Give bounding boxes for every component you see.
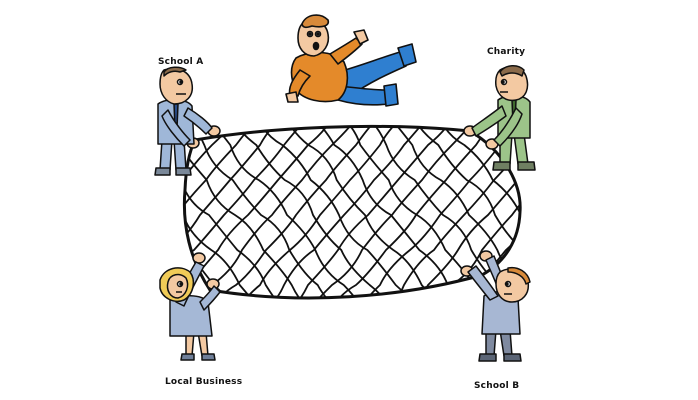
safety-net xyxy=(182,124,522,300)
label-school-a: School A xyxy=(158,57,204,67)
school-b-figure xyxy=(467,255,531,362)
label-school-b: School B xyxy=(474,381,520,391)
label-local-business: Local Business xyxy=(165,377,243,387)
falling-man xyxy=(285,14,417,107)
label-charity: Charity xyxy=(487,47,526,57)
local-business-figure xyxy=(159,261,221,361)
school-a-figure xyxy=(154,66,213,176)
charity-figure xyxy=(471,65,536,171)
